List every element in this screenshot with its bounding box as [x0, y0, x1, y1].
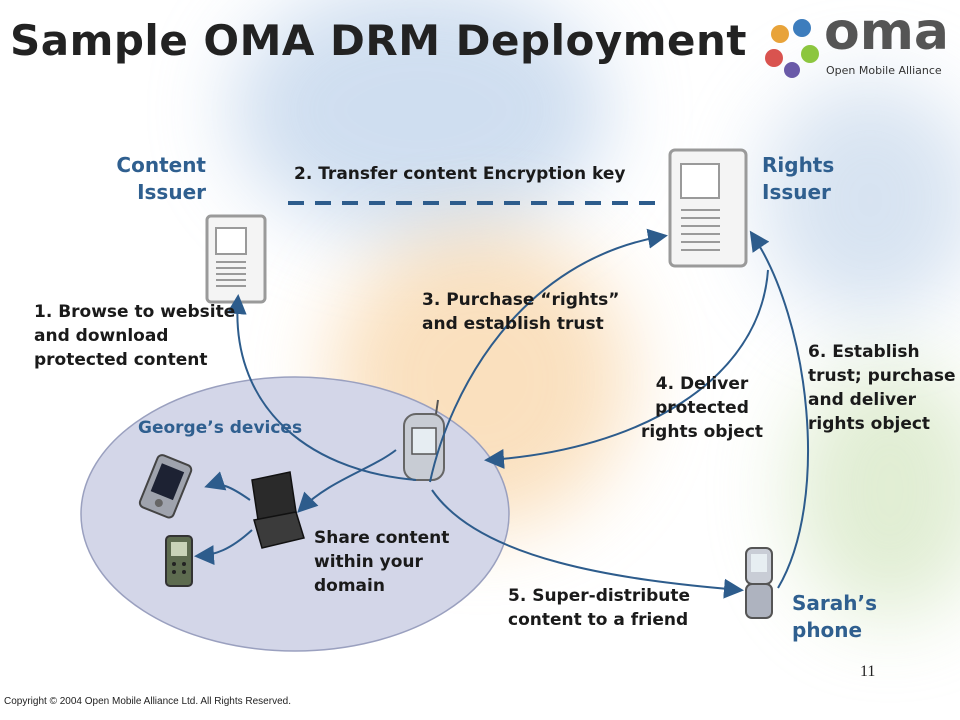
rights-issuer-server-icon	[668, 148, 748, 268]
logo-dot-red	[765, 49, 783, 67]
copyright-notice: Copyright © 2004 Open Mobile Alliance Lt…	[4, 696, 291, 707]
page-title: Sample OMA DRM Deployment	[10, 16, 747, 65]
logo-dot-green	[801, 45, 819, 63]
background-blob-green	[790, 360, 960, 620]
logo-subtitle: Open Mobile Alliance	[826, 64, 942, 77]
logo-wordmark: oma	[824, 2, 949, 62]
laptop-icon	[251, 471, 305, 549]
arrow-step-5	[431, 489, 744, 599]
logo-dot-blue	[793, 19, 811, 37]
arrow-step-3	[429, 228, 668, 483]
sarahs-phone-label: Sarah’s phone	[792, 591, 877, 642]
arrow-share-handheld	[194, 529, 253, 566]
background-blob-blue-right	[760, 80, 960, 320]
step-3-label: 3. Purchase “rights” and establish trust	[422, 290, 620, 334]
arrow-share-pda	[204, 471, 251, 501]
rights-issuer-label: Rights Issuer	[762, 153, 835, 204]
oma-logo: oma Open Mobile Alliance	[760, 2, 950, 84]
page-number: 11	[860, 663, 876, 680]
step-6-label: 6. Establish trust; purchase and deliver…	[808, 342, 956, 434]
handheld-device-icon	[165, 535, 193, 587]
georges-devices-label: George’s devices	[138, 418, 303, 438]
content-issuer-server-icon	[205, 214, 267, 304]
pda-icon	[138, 454, 193, 519]
step-1-label: 1. Browse to website and download protec…	[34, 302, 236, 370]
logo-dot-purple	[784, 62, 800, 78]
arrow-step-4	[484, 269, 769, 469]
step-4-label: 4. Deliver protected rights object	[640, 374, 764, 442]
step-5-label: 5. Super-distribute content to a friend	[508, 586, 691, 630]
share-content-label: Share content within your domain	[314, 528, 450, 596]
arrow-step-6	[749, 230, 810, 589]
arrow-share-laptop	[297, 449, 397, 513]
step-2-label: 2. Transfer content Encryption key	[294, 164, 626, 184]
arrow-step-1	[226, 294, 417, 481]
logo-dot-orange	[771, 25, 789, 43]
content-issuer-label: Content Issuer	[116, 153, 206, 204]
background-blob-blue	[230, 0, 610, 240]
sarahs-phone-icon	[745, 547, 773, 619]
